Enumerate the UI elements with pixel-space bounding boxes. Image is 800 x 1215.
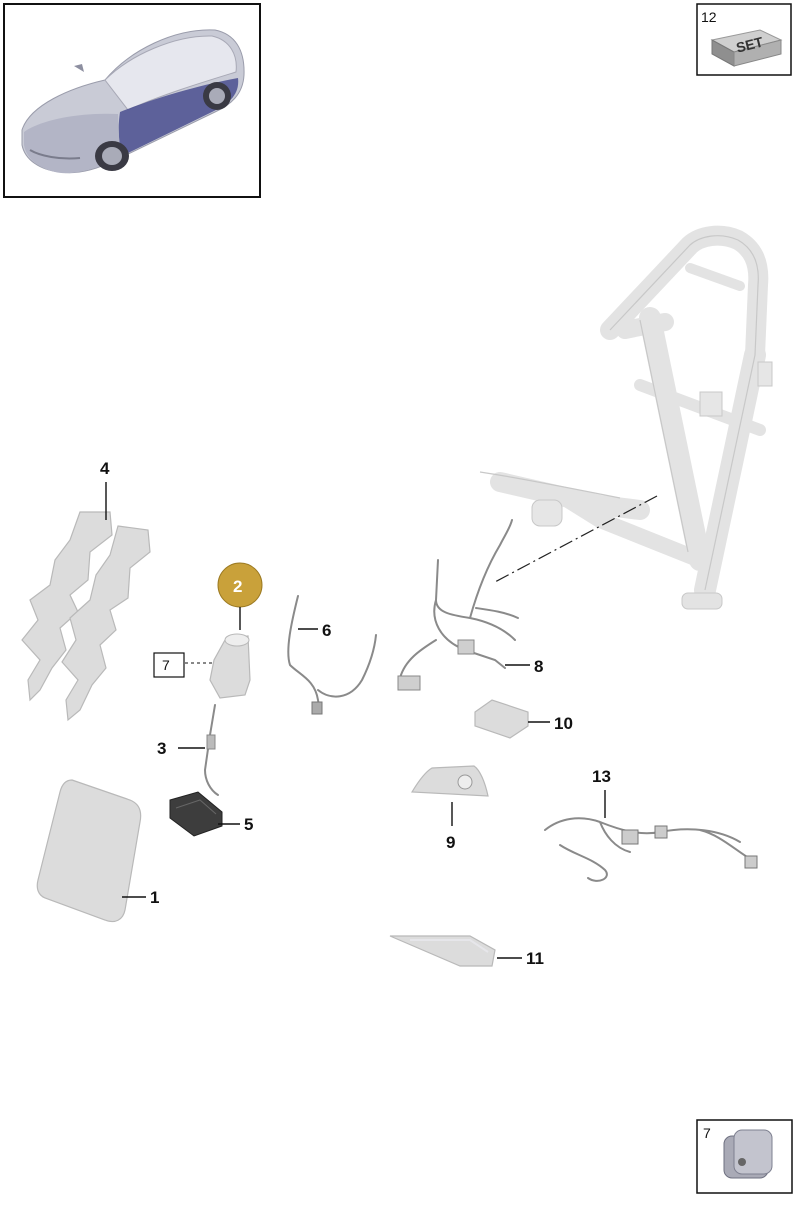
kit-box-12-number: 12 xyxy=(701,9,717,25)
grommet-icon xyxy=(723,1129,773,1179)
callout-8: 8 xyxy=(534,657,543,676)
callout-13: 13 xyxy=(592,767,611,786)
part-9-cover[interactable]: 9 xyxy=(410,765,489,852)
vehicle-thumbnail[interactable] xyxy=(3,3,261,198)
callout-5: 5 xyxy=(244,815,253,834)
part-6-wire[interactable]: 6 xyxy=(287,595,377,715)
callout-3: 3 xyxy=(157,739,166,758)
callout-2: 2 xyxy=(233,577,242,596)
callout-9: 9 xyxy=(446,833,455,852)
grommet-box-number: 7 xyxy=(703,1125,711,1141)
kit-box-12[interactable]: 12 SET xyxy=(696,3,792,76)
callout-7-ref: 7 xyxy=(162,657,170,673)
grommet-box-7[interactable]: 7 xyxy=(696,1119,793,1194)
part-4-seat-cushion-mats[interactable]: 4 xyxy=(21,459,151,722)
part-1-seat-panel[interactable]: 1 xyxy=(36,779,159,923)
callout-4: 4 xyxy=(100,459,110,478)
callout-6: 6 xyxy=(322,621,331,640)
part-2-seat-switch[interactable]: 2 7 xyxy=(153,562,263,699)
seat-backrest-frame xyxy=(479,225,773,610)
part-3-cable[interactable]: 3 xyxy=(157,704,219,796)
part-13-cable-harness[interactable]: 13 xyxy=(544,767,758,882)
part-11-plate[interactable]: 11 xyxy=(389,935,544,968)
installation-line xyxy=(494,495,658,583)
part-8-wiring-harness[interactable]: 8 xyxy=(397,519,543,691)
callout-11: 11 xyxy=(526,949,544,968)
car-image xyxy=(21,29,245,174)
part-10-module[interactable]: 10 xyxy=(474,699,573,739)
set-block-icon: SET xyxy=(710,29,783,67)
set-block-label: SET xyxy=(734,33,765,55)
reference-box-7[interactable] xyxy=(153,652,185,678)
callout-1: 1 xyxy=(150,888,159,907)
callout-10: 10 xyxy=(554,714,573,733)
part-5-control-unit[interactable]: 5 xyxy=(169,791,253,837)
